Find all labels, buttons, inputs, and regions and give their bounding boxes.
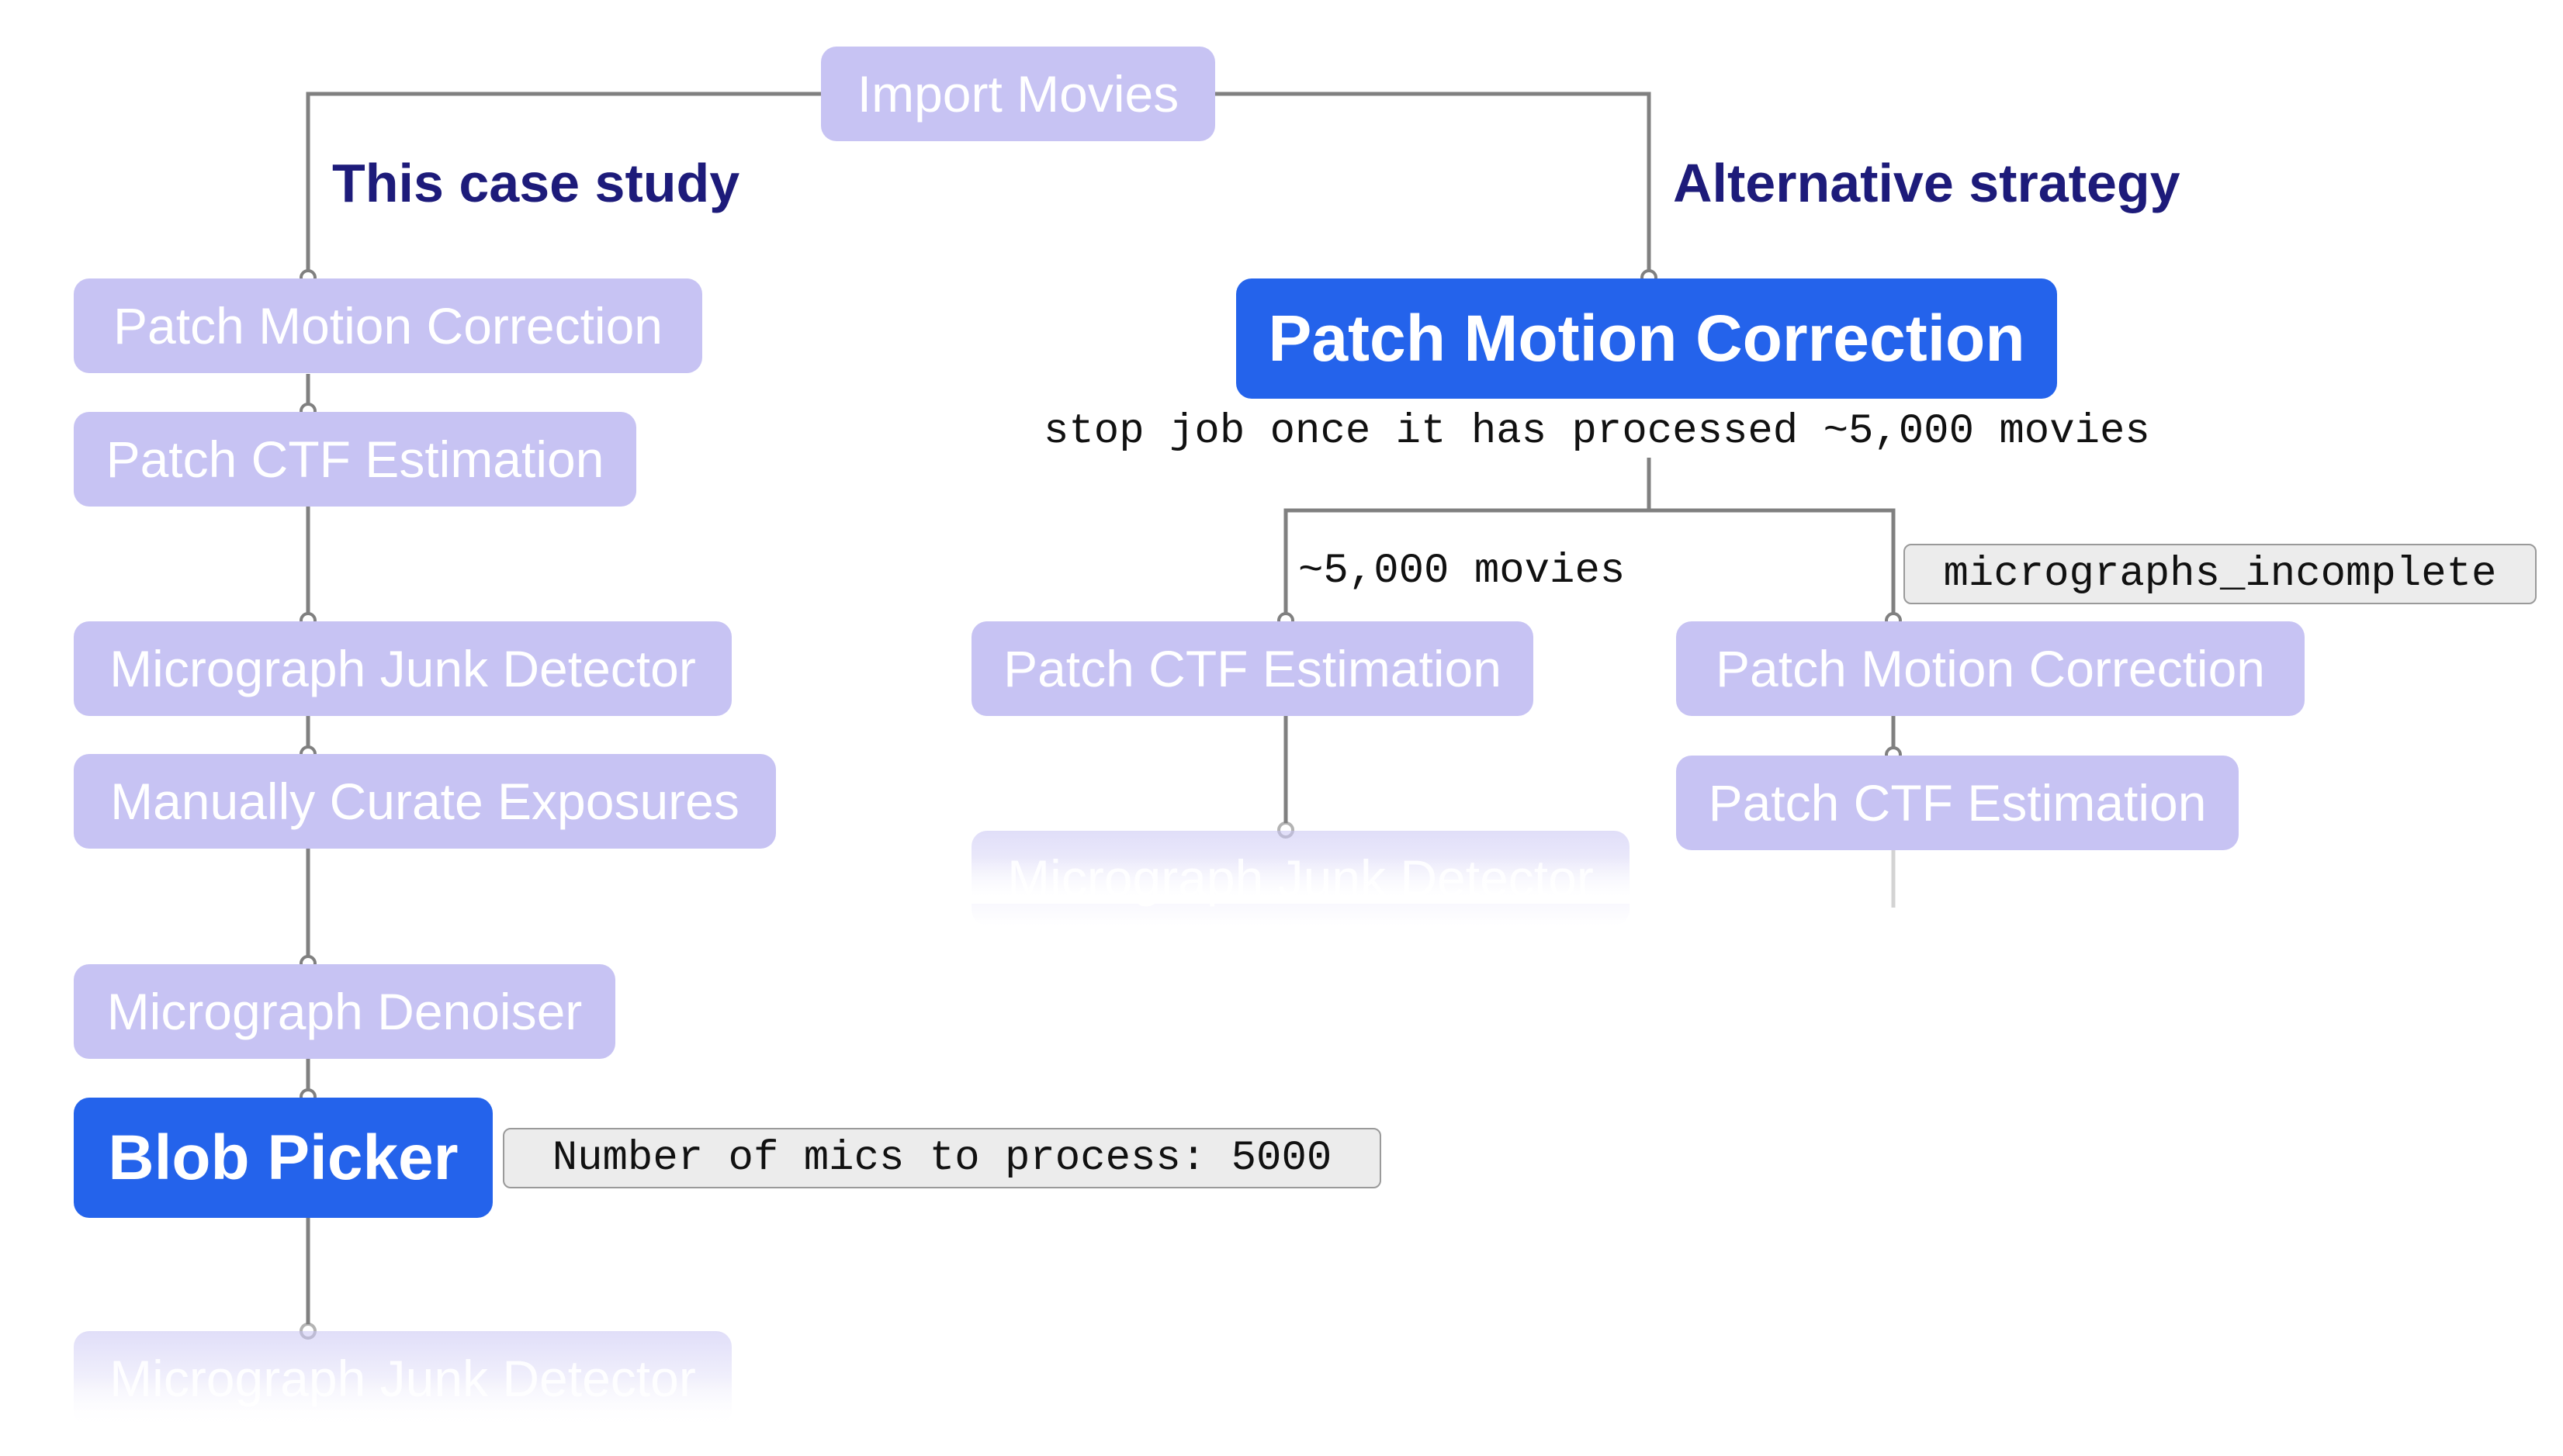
connector-right-split	[1283, 458, 1896, 621]
connector-root-left	[306, 92, 824, 278]
node-micrograph-denoiser[interactable]: Micrograph Denoiser	[74, 964, 615, 1059]
fade-overlay-bottom	[62, 1377, 745, 1439]
edge-label-5000-movies: ~5,000 movies	[1298, 548, 1626, 595]
node-manually-curate-exposures[interactable]: Manually Curate Exposures	[74, 754, 776, 849]
node-blob-picker[interactable]: Blob Picker	[74, 1098, 493, 1218]
node-patch-ctf-estimation[interactable]: Patch CTF Estimation	[74, 412, 636, 507]
edge-label-micrographs-incomplete: micrographs_incomplete	[1903, 544, 2537, 604]
stop-job-note: stop job once it has processed ~5,000 mo…	[1044, 408, 2150, 455]
node-patch-ctf-estimation-alt[interactable]: Patch CTF Estimation	[972, 621, 1533, 716]
node-patch-motion-correction[interactable]: Patch Motion Correction	[74, 278, 702, 373]
node-patch-ctf-estimation-alt-2[interactable]: Patch CTF Estimation	[1676, 756, 2239, 850]
node-patch-motion-correction-alt[interactable]: Patch Motion Correction	[1676, 621, 2305, 716]
node-import-movies[interactable]: Import Movies	[821, 47, 1215, 141]
heading-alternative-strategy: Alternative strategy	[1673, 153, 2180, 213]
fade-overlay	[962, 857, 1645, 904]
heading-this-case-study: This case study	[332, 153, 740, 213]
node-micrograph-junk-detector[interactable]: Micrograph Junk Detector	[74, 621, 732, 716]
node-patch-motion-correction-highlight[interactable]: Patch Motion Correction	[1236, 278, 2057, 399]
param-number-of-mics: Number of mics to process: 5000	[503, 1128, 1381, 1188]
connector-root-right	[1215, 92, 1651, 278]
